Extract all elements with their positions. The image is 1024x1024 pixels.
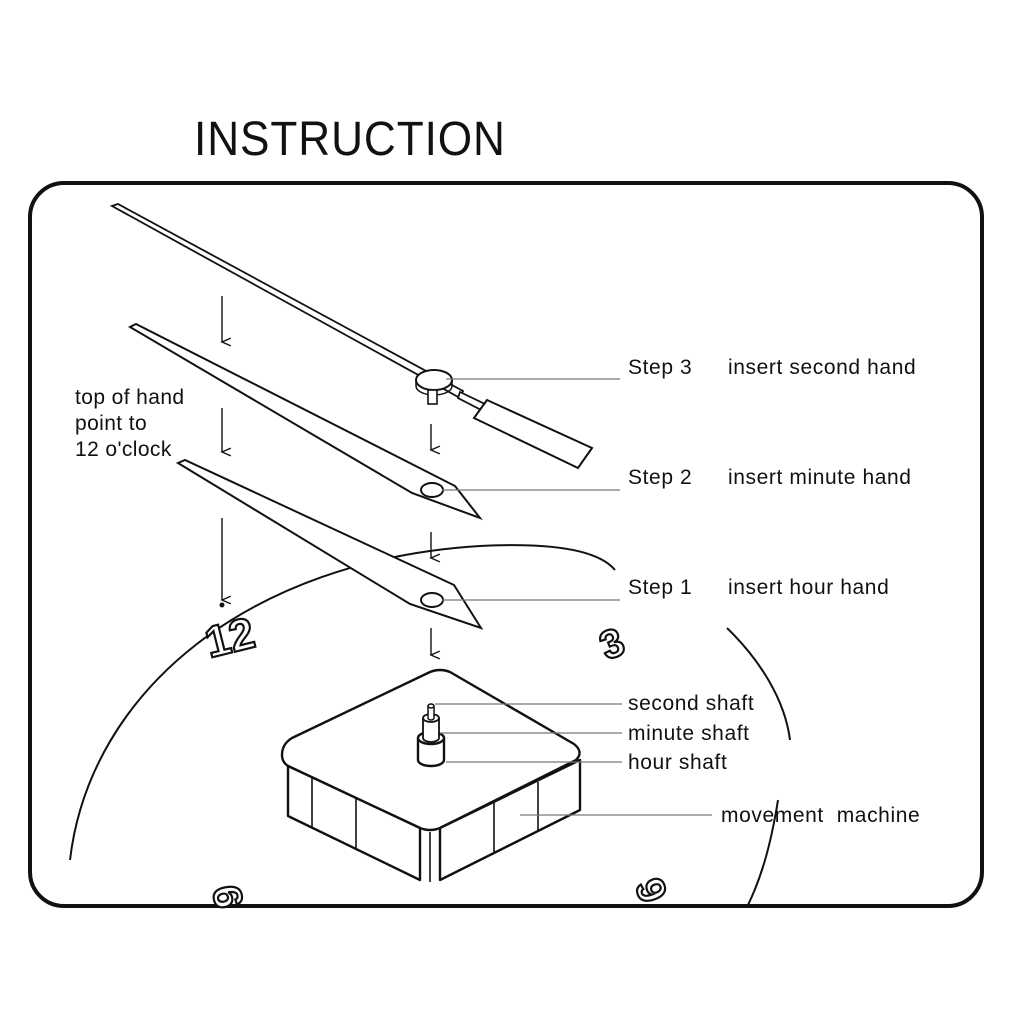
clock-face-outline-right xyxy=(726,627,791,906)
step-1-label: Step 1 xyxy=(628,576,693,599)
diagram-title: INSTRUCTION xyxy=(194,113,506,166)
leader-lines xyxy=(435,378,712,816)
minute-hand xyxy=(127,322,483,521)
frame-border xyxy=(28,181,984,908)
step-3-action: insert second hand xyxy=(728,356,917,379)
hour-shaft-label: hour shaft xyxy=(628,751,728,774)
movement-machine xyxy=(280,668,582,882)
step-2-action: insert minute hand xyxy=(728,466,912,489)
insertion-arrows xyxy=(220,296,441,660)
note-line: 12 o'clock xyxy=(75,438,172,461)
note-line: point to xyxy=(75,412,148,435)
step-2-label: Step 2 xyxy=(628,466,693,489)
step-3-label: Step 3 xyxy=(628,356,693,379)
dial-number-3: 3 xyxy=(594,620,631,669)
minute-shaft-label: minute shaft xyxy=(628,722,750,745)
dial-number-6: 6 xyxy=(627,872,676,908)
second-shaft-label: second shaft xyxy=(628,692,755,715)
second-hand xyxy=(109,203,594,470)
dial-number-12: 12 xyxy=(200,608,259,667)
note-line: top of hand xyxy=(75,386,185,409)
movement-machine-label: movement machine xyxy=(721,804,921,827)
step-1-action: insert hour hand xyxy=(728,576,890,599)
alignment-note: top of hand point to 12 o'clock xyxy=(75,385,185,463)
